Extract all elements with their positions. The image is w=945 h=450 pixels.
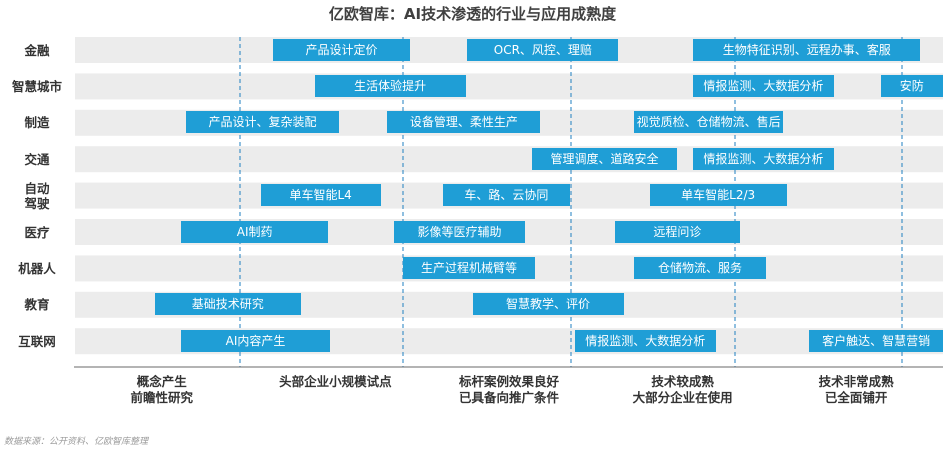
maturity-bar: 情报监测、大数据分析 — [693, 74, 834, 97]
maturity-bar: 生物特征识别、远程办事、客服 — [693, 38, 921, 61]
row-label: 互联网 — [18, 333, 56, 349]
stage-label: 头部企业小规模试点 — [279, 374, 392, 389]
maturity-bar: AI制药 — [180, 220, 329, 243]
stage-label: 概念产生 前瞻性研究 — [130, 374, 194, 405]
maturity-bar: 影像等医疗辅助 — [394, 220, 525, 243]
source-note: 数据来源：公开资料、亿欧智库整理 — [4, 437, 149, 447]
row-label: 交通 — [24, 151, 50, 167]
row-label: 自动 驾驶 — [24, 180, 50, 211]
maturity-bar: 远程问诊 — [614, 220, 740, 243]
maturity-bar: 情报监测、大数据分析 — [574, 329, 716, 352]
maturity-bar: 视觉质检、仓储物流、售后 — [633, 111, 784, 134]
row-label: 金融 — [24, 42, 50, 58]
row-label: 制造 — [24, 115, 50, 131]
maturity-bar: 情报监测、大数据分析 — [693, 147, 834, 170]
stage-label: 技术较成熟 大部分企业在使用 — [632, 374, 733, 405]
maturity-bar: 智慧教学、评价 — [472, 293, 624, 316]
maturity-bar: 仓储物流、服务 — [633, 256, 766, 279]
maturity-bar: 单车智能L4 — [260, 184, 381, 207]
maturity-bar: AI内容产生 — [180, 329, 331, 352]
maturity-bar: 车、路、云协同 — [443, 184, 570, 207]
maturity-bar: 生活体验提升 — [314, 74, 466, 97]
maturity-bar: 产品设计定价 — [272, 38, 411, 61]
row-label: 教育 — [24, 297, 50, 313]
maturity-bar: 基础技术研究 — [154, 293, 301, 316]
maturity-bar: 管理调度、道路安全 — [531, 147, 678, 170]
chart-title: 亿欧智库：AI技术渗透的行业与应用成熟度 — [328, 5, 617, 23]
stage-label: 标杆案例效果良好 已具备向推广条件 — [458, 374, 560, 405]
maturity-bar: 单车智能L2/3 — [649, 184, 787, 207]
maturity-bar: OCR、风控、理赔 — [467, 38, 619, 61]
maturity-bar: 客户触达、智慧营销 — [809, 329, 943, 352]
stage-label: 技术非常成熟 已全面铺开 — [818, 374, 894, 405]
row-label: 智慧城市 — [11, 78, 62, 94]
maturity-bar: 产品设计、复杂装配 — [186, 111, 339, 134]
row-label: 医疗 — [24, 224, 50, 240]
maturity-bar: 安防 — [880, 74, 943, 97]
row-label: 机器人 — [18, 260, 56, 276]
maturity-bar: 生产过程机械臂等 — [403, 256, 536, 279]
maturity-bar: 设备管理、柔性生产 — [387, 111, 541, 134]
